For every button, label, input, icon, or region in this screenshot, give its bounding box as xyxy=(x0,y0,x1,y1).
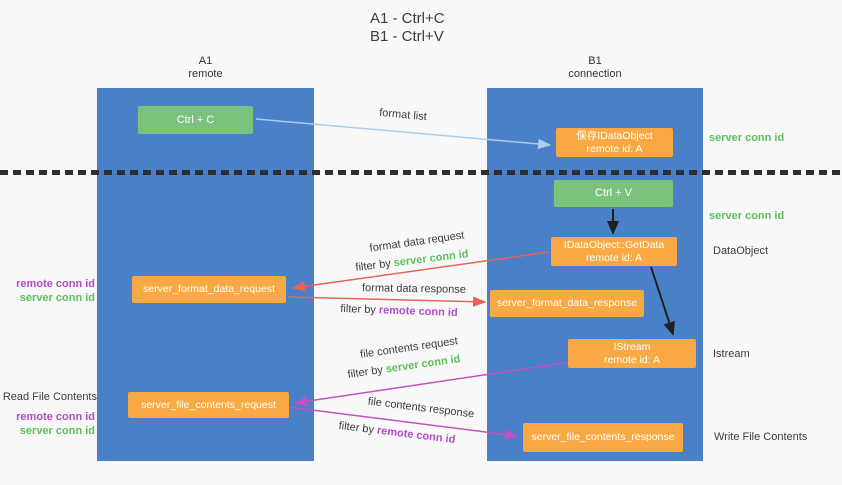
title-line-2: B1 - Ctrl+V xyxy=(370,28,444,45)
server-conn-id-annotation-mid: server conn id xyxy=(709,210,785,222)
session-divider-line xyxy=(0,170,842,175)
filter-by-remote-conn-id-label-2: filter by remote conn id xyxy=(338,420,456,446)
filter-by-remote-conn-id-label-1: filter by remote conn id xyxy=(340,303,458,319)
lane-header-a1: A1 remote xyxy=(97,55,314,81)
server-conn-id-annotation-2: server conn id xyxy=(19,425,95,437)
node-server-file-contents-response-label: server_file_contents_response xyxy=(531,431,675,443)
lane-b1-subtitle: connection xyxy=(568,68,622,80)
node-istream-line1: IStream xyxy=(613,340,651,353)
node-server-format-data-response: server_format_data_response xyxy=(490,290,644,317)
server-conn-id-text: server conn id xyxy=(393,248,470,270)
filter-by-prefix: filter by xyxy=(340,302,380,317)
node-server-file-contents-request: server_file_contents_request xyxy=(128,392,289,418)
istream-annotation: Istream xyxy=(713,348,750,360)
server-conn-id-text: server conn id xyxy=(384,353,462,376)
format-data-response-arrow xyxy=(287,296,487,307)
format-data-response-label: format data response xyxy=(361,282,467,296)
read-file-contents-annotation: Read File Contents xyxy=(2,391,97,403)
node-server-format-data-request: server_format_data_request xyxy=(132,276,286,303)
node-ctrl-v: Ctrl + V xyxy=(554,180,673,207)
node-ctrl-c: Ctrl + C xyxy=(138,106,253,134)
node-server-format-data-request-label: server_format_data_request xyxy=(143,283,275,295)
node-server-file-contents-response: server_file_contents_response xyxy=(523,423,683,452)
node-ctrl-v-label: Ctrl + V xyxy=(595,187,632,199)
node-idataobject-getdata: IDataObject::GetData remote id: A xyxy=(551,237,677,266)
remote-conn-id-text: remote conn id xyxy=(376,424,456,447)
diagram-title: A1 - Ctrl+C B1 - Ctrl+V xyxy=(370,10,445,46)
remote-conn-id-text: remote conn id xyxy=(378,304,458,320)
server-conn-id-annotation-top: server conn id xyxy=(709,132,785,144)
remote-conn-id-annotation-2: remote conn id xyxy=(16,411,95,423)
filter-by-prefix: filter by xyxy=(346,363,387,381)
lane-header-b1: B1 connection xyxy=(487,55,703,81)
node-ctrl-c-label: Ctrl + C xyxy=(176,113,215,126)
node-idataobject-getdata-line1: IDataObject::GetData xyxy=(563,238,665,251)
node-istream: IStream remote id: A xyxy=(568,339,696,368)
node-server-file-contents-request-label: server_file_contents_request xyxy=(141,398,276,411)
lane-a1-name: A1 xyxy=(198,55,213,67)
file-contents-response-label: file contents response xyxy=(367,395,475,421)
remote-conn-id-annotation-1: remote conn id xyxy=(16,278,95,290)
dataobject-annotation: DataObject xyxy=(713,245,769,257)
node-server-format-data-response-label: server_format_data_response xyxy=(496,297,638,309)
title-line-1: A1 - Ctrl+C xyxy=(370,10,445,27)
filter-by-prefix: filter by xyxy=(354,257,395,274)
lane-a1-subtitle: remote xyxy=(188,68,223,80)
format-list-label: format list xyxy=(378,106,428,124)
node-idataobject-getdata-line2: remote id: A xyxy=(585,251,643,264)
node-save-idataobject-line1: 保存IDataObject xyxy=(576,129,653,142)
node-save-idataobject: 保存IDataObject remote id: A xyxy=(556,128,673,157)
server-conn-id-annotation-1: server conn id xyxy=(19,292,95,304)
filter-by-prefix: filter by xyxy=(338,419,378,437)
node-save-idataobject-line2: remote id: A xyxy=(586,142,643,155)
node-istream-line2: remote id: A xyxy=(603,353,661,366)
lane-b1-name: B1 xyxy=(588,55,602,67)
write-file-contents-annotation: Write File Contents xyxy=(714,431,808,443)
